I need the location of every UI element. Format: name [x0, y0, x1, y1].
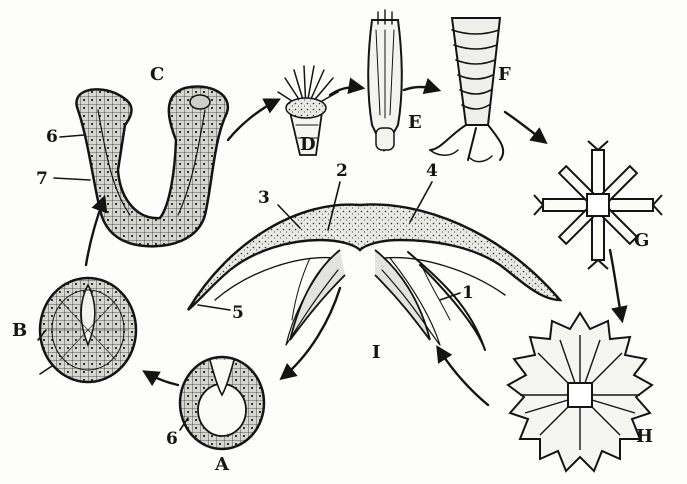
- stage-i-figure: [188, 204, 560, 350]
- label-stage-b: B: [12, 320, 27, 341]
- stage-h-figure: [508, 313, 652, 471]
- stage-f-figure: [430, 18, 503, 162]
- stage-g-figure: [527, 134, 668, 275]
- label-stage-a: A: [214, 454, 230, 475]
- label-part-5: 5: [232, 303, 244, 323]
- stage-e-figure: [368, 10, 402, 150]
- label-part-3: 3: [258, 188, 270, 208]
- label-stage-f: F: [498, 64, 511, 85]
- label-stage-d: D: [300, 134, 316, 155]
- label-stage-h: H: [636, 426, 653, 447]
- label-stage-e: E: [408, 112, 422, 133]
- label-part-1: 1: [462, 283, 474, 303]
- label-part-2: 2: [336, 161, 348, 181]
- label-part-4: 4: [426, 161, 438, 181]
- stage-b-figure: [40, 278, 136, 382]
- label-part-6-top: 6: [46, 127, 58, 147]
- stage-c-figure: [76, 87, 227, 247]
- label-stage-c: C: [150, 64, 164, 85]
- stage-a-figure: [180, 357, 264, 449]
- label-stage-g: G: [634, 230, 649, 251]
- label-part-7: 7: [36, 169, 48, 189]
- label-part-6-bottom: 6: [166, 429, 178, 449]
- label-stage-i: I: [372, 342, 380, 363]
